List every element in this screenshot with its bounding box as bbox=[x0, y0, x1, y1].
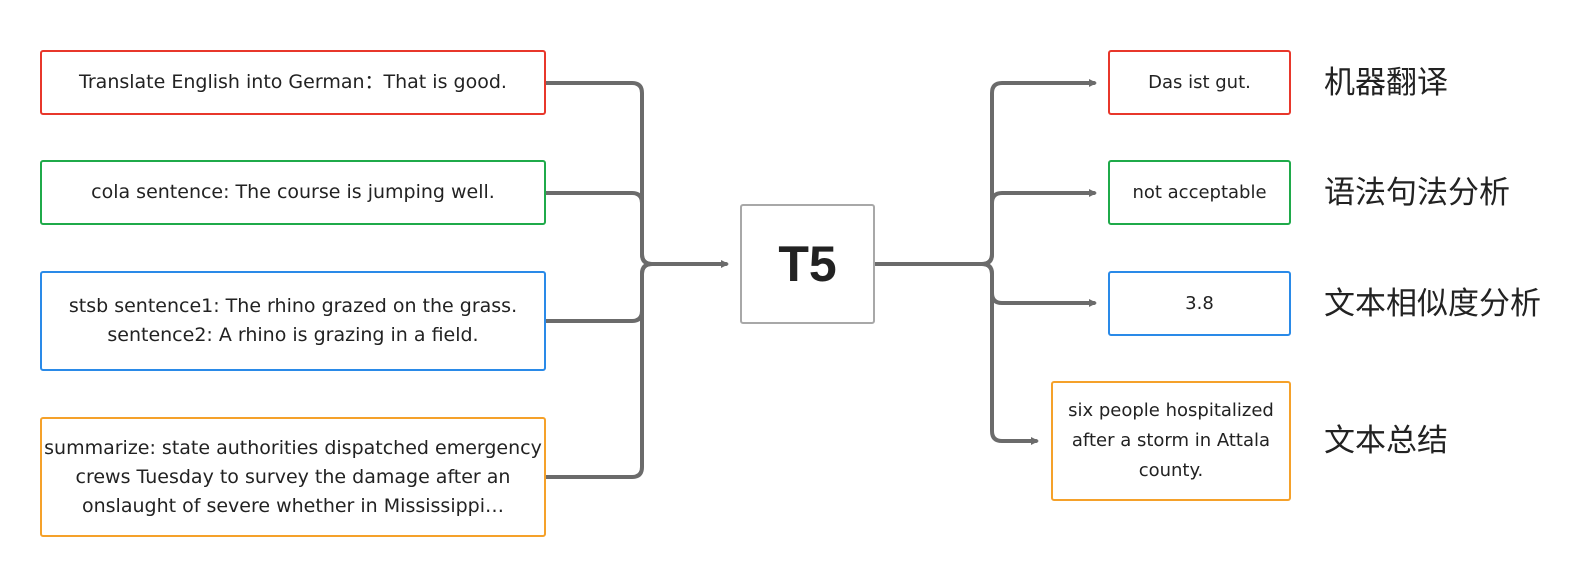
task-label-translation: 机器翻译 bbox=[1324, 65, 1448, 101]
task-label-summarization: 文本总结 bbox=[1324, 423, 1448, 459]
input-box-cola: cola sentence: The course is jumping wel… bbox=[40, 160, 546, 225]
connector-input-3 bbox=[544, 262, 654, 323]
input-box-translate: Translate English into German：That is go… bbox=[40, 50, 546, 115]
connector-output-2 bbox=[980, 189, 1097, 266]
input-box-summarize: summarize: state authorities dispatched … bbox=[40, 417, 546, 537]
connector-output-3 bbox=[980, 262, 1097, 307]
output-box-similarity: 3.8 bbox=[1108, 271, 1291, 336]
input-box-stsb: stsb sentence1: The rhino grazed on the … bbox=[40, 271, 546, 371]
task-label-grammar: 语法句法分析 bbox=[1324, 175, 1510, 211]
output-box-acceptability: not acceptable bbox=[1108, 160, 1291, 225]
connector-input-4 bbox=[544, 262, 654, 479]
connector-output-4 bbox=[980, 262, 1039, 445]
connector-output-1 bbox=[980, 79, 1097, 266]
connector-input-1 bbox=[544, 81, 654, 266]
output-box-summary: six people hospitalized after a storm in… bbox=[1051, 381, 1291, 501]
output-box-translation: Das ist gut. bbox=[1108, 50, 1291, 115]
model-box-t5: T5 bbox=[740, 204, 875, 324]
task-label-similarity: 文本相似度分析 bbox=[1324, 286, 1541, 322]
connector-input-2 bbox=[544, 191, 654, 266]
